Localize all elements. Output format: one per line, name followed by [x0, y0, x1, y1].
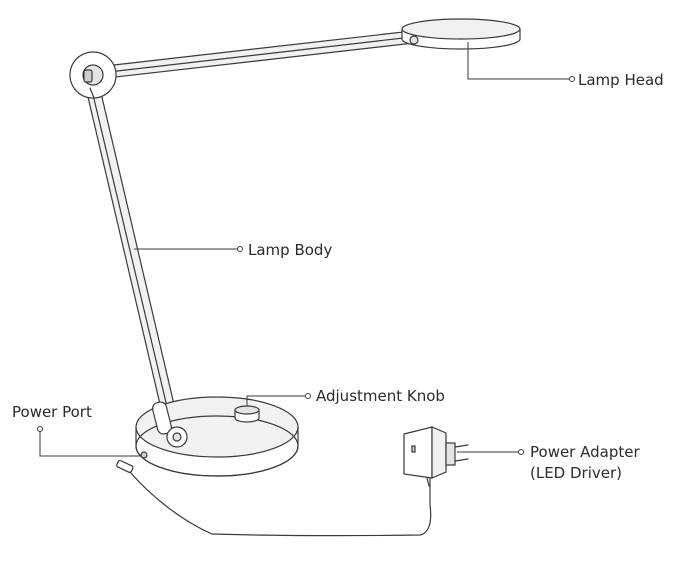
power-cable [116, 459, 432, 537]
label-lamp-body: Lamp Body [248, 241, 333, 259]
label-adjustment-knob: Adjustment Knob [316, 387, 445, 405]
lamp-body-arm [83, 75, 181, 435]
adjustment-knob [234, 405, 260, 423]
label-power-adapter: Power Adapter [530, 443, 640, 461]
leader-adjustment-knob [246, 393, 311, 406]
leader-power-adapter [457, 449, 524, 455]
base-hinge [152, 401, 188, 448]
label-lamp-head: Lamp Head [578, 71, 664, 89]
upper-arm [95, 30, 415, 80]
elbow-joint [69, 51, 117, 99]
label-power-port: Power Port [12, 403, 92, 421]
power-adapter [403, 426, 469, 487]
label-power-adapter-subtitle: (LED Driver) [530, 464, 623, 482]
leader-lamp-body [134, 246, 243, 252]
leader-lamp-head [467, 42, 575, 82]
power-port [140, 451, 148, 459]
lamp-head [401, 18, 521, 50]
leader-power-port [37, 426, 142, 457]
